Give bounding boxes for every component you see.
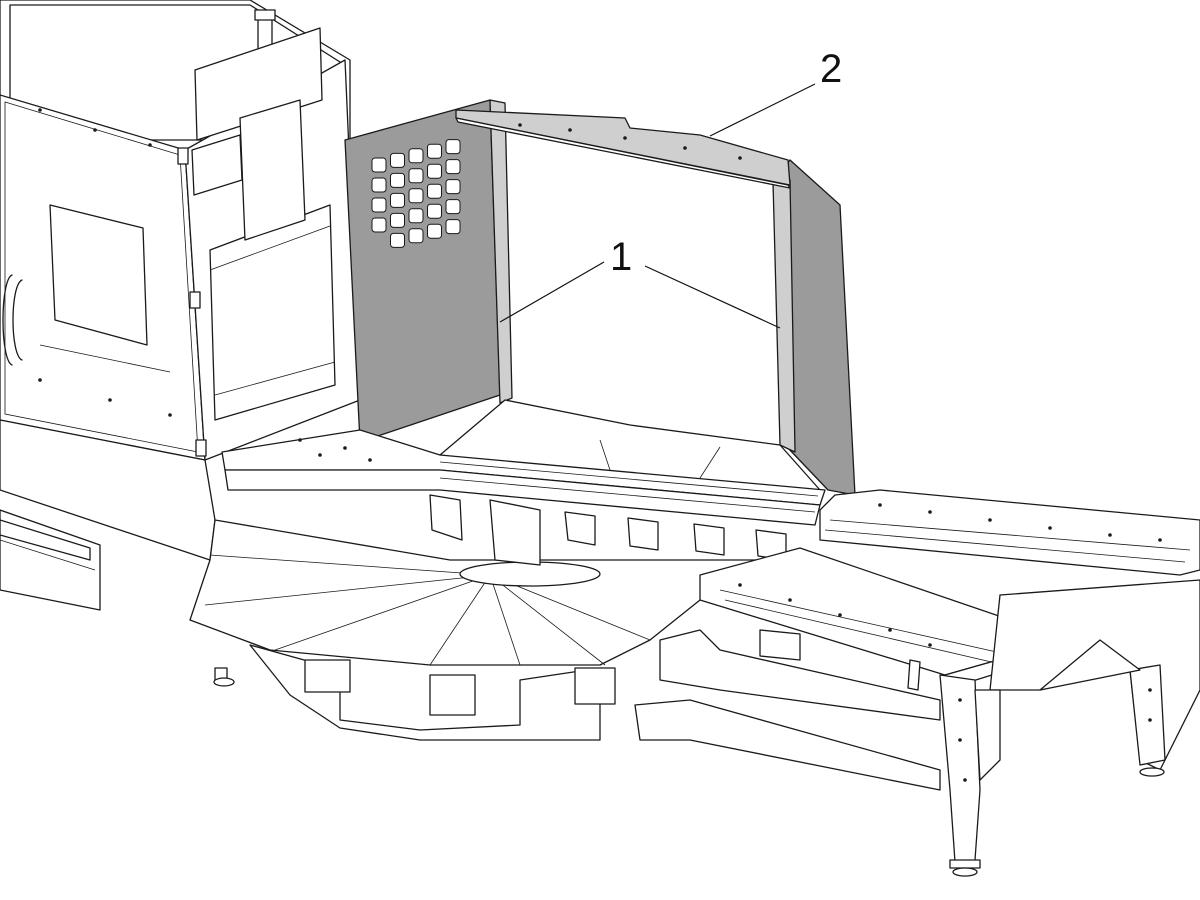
bolt [1048, 526, 1052, 530]
bolt [963, 778, 967, 782]
bolt [318, 453, 322, 457]
bolt [988, 518, 992, 522]
bolt [888, 628, 892, 632]
bolt [788, 598, 792, 602]
vent-hole [445, 139, 461, 155]
rotary-table [189, 519, 801, 741]
vent-hole [371, 217, 387, 233]
vent-hole [427, 143, 442, 159]
bolt [928, 643, 932, 647]
bolt [623, 136, 627, 140]
vent-hole [427, 163, 442, 179]
vent-hole [390, 192, 405, 208]
bolt [958, 738, 962, 742]
vent-hole [408, 188, 424, 204]
callout-2-label: 2 [820, 47, 842, 91]
bolt [958, 698, 962, 702]
vent-hole [408, 148, 424, 164]
bolt [568, 128, 572, 132]
vent-hole [445, 199, 461, 215]
bolt-pattern [38, 108, 1162, 782]
bolt [148, 143, 152, 147]
bolt [1148, 718, 1152, 722]
vent-hole [371, 177, 387, 193]
bolt [928, 510, 932, 514]
vent-hole [408, 208, 424, 224]
bolt [738, 583, 742, 587]
top-cover [455, 109, 791, 189]
vent-hole [427, 203, 442, 219]
vent-hole [427, 183, 442, 199]
bolt [298, 438, 302, 442]
bolt [1148, 688, 1152, 692]
callout-1-leader-right [644, 265, 781, 329]
right-work-table [634, 489, 1200, 877]
bolt [93, 128, 97, 132]
bolt [38, 378, 42, 382]
vent-hole [371, 157, 387, 173]
vent-hole [408, 228, 424, 244]
vent-hole [445, 219, 461, 235]
callout-1: 1 [499, 235, 781, 329]
vent-hole [445, 159, 461, 175]
door-window [49, 204, 148, 346]
left-foot [213, 677, 235, 687]
callout-2-leader [709, 83, 816, 137]
main-rail [221, 429, 826, 566]
callout-1-leader-left [499, 261, 605, 323]
vent-hole [390, 172, 405, 188]
vent-holes [371, 139, 461, 248]
vent-hole [371, 197, 387, 213]
bolt [38, 108, 42, 112]
vent-hole [445, 179, 461, 195]
door-handle [2, 274, 23, 366]
vent-hole [390, 212, 405, 228]
bolt [518, 123, 522, 127]
bolt [683, 146, 687, 150]
bolt [878, 503, 882, 507]
bolt [738, 156, 742, 160]
vent-hole [408, 168, 424, 184]
bolt [1158, 538, 1162, 542]
bolt [368, 458, 372, 462]
callout-2: 2 [709, 47, 842, 137]
bolt [343, 446, 347, 450]
bolt [1108, 533, 1112, 537]
callout-1-label: 1 [610, 235, 632, 279]
vent-hole [390, 232, 405, 248]
vent-hole [427, 223, 442, 239]
side-panel-right [772, 159, 856, 496]
bolt [108, 398, 112, 402]
bolt [168, 413, 172, 417]
vent-hole [390, 152, 405, 168]
machine-enclosure [0, 0, 361, 611]
side-panel-left [344, 99, 513, 443]
bolt [838, 613, 842, 617]
